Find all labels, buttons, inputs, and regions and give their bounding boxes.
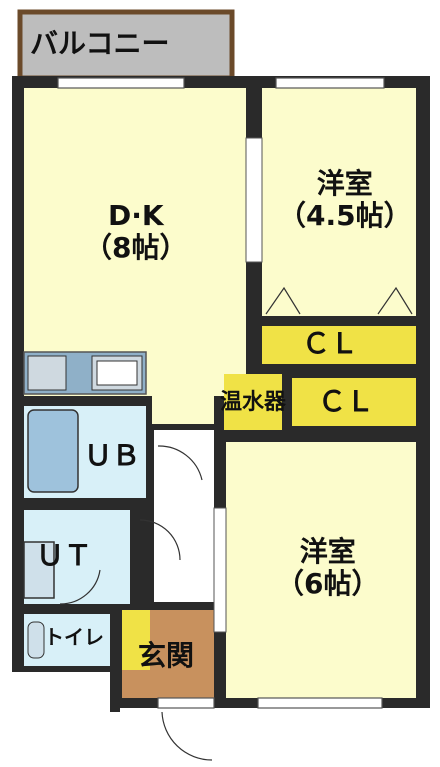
dk-floor: [24, 88, 246, 396]
entrance-step: [122, 610, 150, 670]
unit-bath-label: ＵＢ: [84, 439, 141, 472]
window-western-small: [275, 77, 385, 89]
kitchen-stove: [27, 355, 67, 391]
bathtub: [27, 409, 79, 493]
wall-notch-bottom-left: [12, 672, 112, 712]
western-small-floor: [262, 88, 416, 316]
windows: [57, 77, 385, 709]
wall-bottom-left-ledge: [110, 672, 120, 712]
door-arc-toilet: [59, 569, 101, 605]
window-entrance: [157, 697, 215, 709]
window-western-large: [257, 697, 383, 709]
toilet-label: トイレ: [44, 625, 104, 649]
hallway-floor: [154, 430, 214, 602]
sliding-door-western-large: [213, 507, 227, 633]
sliding-door-dk: [245, 137, 263, 263]
washbasin: [23, 541, 55, 599]
closet-door-1: [265, 286, 301, 315]
water-heater-label: 温水器: [220, 390, 287, 415]
dk-floor-lower: [152, 396, 214, 424]
western-large-label: 洋室 （6帖）: [276, 535, 380, 601]
door-arc-ub: [157, 445, 203, 481]
dk-label: D·K （8帖）: [84, 199, 188, 265]
entrance-label: 玄関: [138, 639, 195, 672]
closet-1-label: ＣＬ: [302, 327, 359, 360]
door-arc-ut: [139, 519, 181, 561]
closet-2-label: ＣＬ: [318, 385, 375, 418]
toilet-bowl: [27, 621, 45, 659]
door-arc-entrance: [161, 711, 213, 761]
window-dk: [57, 77, 185, 89]
closet-1: [262, 326, 416, 364]
western-small-label: 洋室 （4.5帖）: [278, 167, 412, 233]
closet-2: [292, 378, 416, 426]
kitchen-sink-basin: [96, 360, 138, 386]
utility-label: ＵＴ: [36, 539, 93, 572]
balcony-label: バルコニー: [30, 27, 170, 60]
closet-door-2: [377, 286, 413, 315]
water-heater-box: [224, 374, 282, 430]
western-large-floor: [226, 442, 416, 698]
